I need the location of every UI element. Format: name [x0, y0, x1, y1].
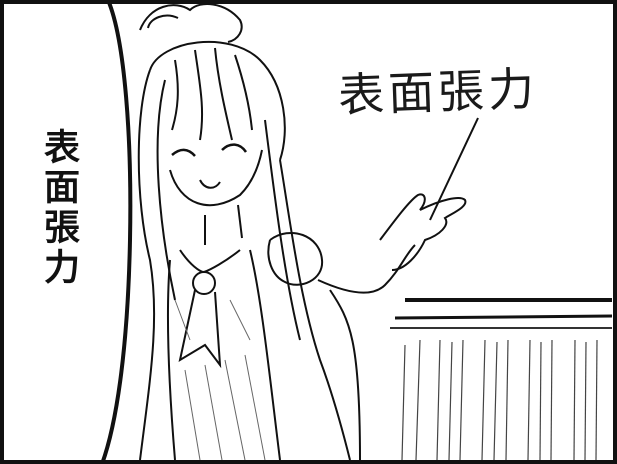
- speech-bubble-text: 表面張力: [38, 128, 79, 288]
- speech-bubble: [0, 0, 133, 464]
- pointer-stick-icon: [429, 117, 479, 221]
- blackboard-text: 表面張力: [337, 61, 539, 123]
- character-girl-icon: [137, 3, 467, 461]
- blackboard: [390, 298, 613, 461]
